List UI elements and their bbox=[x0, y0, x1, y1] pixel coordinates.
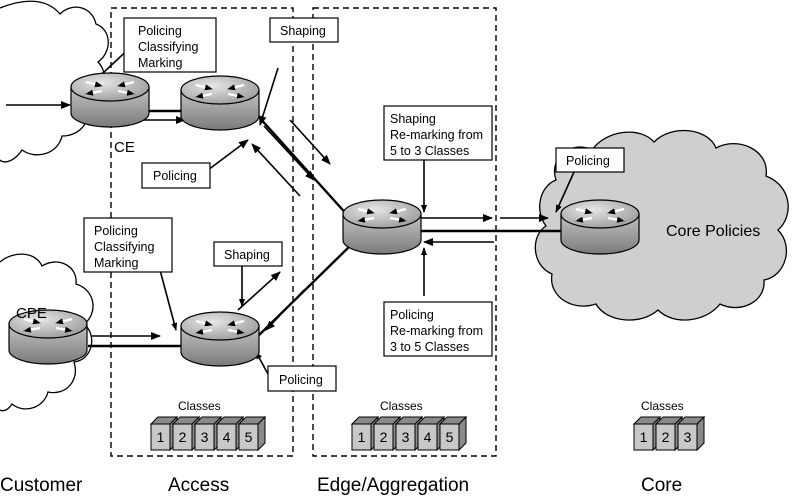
arrow-access-to-edge-top-b bbox=[289, 119, 331, 165]
access-policing-top-label: Policing bbox=[153, 169, 197, 183]
router-core bbox=[560, 199, 640, 255]
access-shaping-bottom-label: Shaping bbox=[224, 248, 270, 262]
class-cube: 5 bbox=[438, 415, 468, 452]
arrow-cpe-policy-pointer bbox=[159, 269, 178, 331]
core-policing-label: Policing bbox=[566, 154, 610, 168]
router-arrows-icon bbox=[357, 207, 407, 223]
class-cube-label: 2 bbox=[380, 429, 388, 445]
cpe-policy-box: Policing Classifying Marking bbox=[83, 217, 173, 273]
link-access-edge-top bbox=[257, 115, 351, 219]
class-cube-label: 3 bbox=[684, 429, 692, 445]
access-policing-bottom-label: Policing bbox=[279, 373, 323, 387]
class-cube: 4 bbox=[215, 415, 245, 452]
arrow-access-to-edge-top-a bbox=[263, 125, 315, 181]
arrow-core-policing-pointer bbox=[555, 171, 575, 213]
access-policing-top-box: Policing bbox=[141, 162, 211, 189]
class-cube-label: 2 bbox=[662, 429, 670, 445]
edge-policing-line-1: Policing bbox=[390, 308, 434, 322]
core-cloud bbox=[534, 129, 789, 321]
router-arrows-icon bbox=[195, 83, 245, 99]
class-cube: 1 bbox=[350, 415, 380, 452]
edge-shaping-line-3: 5 to 3 Classes bbox=[390, 144, 469, 158]
class-cube-label: 4 bbox=[223, 429, 231, 445]
router-ce bbox=[70, 72, 150, 128]
edge-policing-line-2: Re-marking from bbox=[390, 324, 483, 338]
zone-label-edge: Edge/Aggregation bbox=[317, 475, 469, 496]
ce-policy-line-3: Marking bbox=[138, 56, 183, 70]
edge-policing-box: Policing Re-marking from 3 to 5 Classes bbox=[383, 301, 493, 357]
class-cube: 2 bbox=[372, 415, 402, 452]
class-cube-label: 4 bbox=[424, 429, 432, 445]
class-cube-label: 1 bbox=[640, 429, 648, 445]
router-access-top bbox=[180, 75, 260, 131]
edge-policing-line-3: 3 to 5 Classes bbox=[390, 340, 469, 354]
class-cube-label: 3 bbox=[201, 429, 209, 445]
cpe-policy-line-1: Policing bbox=[94, 224, 138, 238]
zone-label-customer: Customer bbox=[0, 475, 83, 496]
cpe-policy-line-2: Classifying bbox=[94, 240, 154, 254]
cpe-policy-line-3: Marking bbox=[94, 256, 139, 270]
access-policing-bottom-box: Policing bbox=[267, 365, 337, 392]
ce-policy-line-1: Policing bbox=[138, 24, 182, 38]
ce-policy-line-2: Classifying bbox=[138, 40, 198, 54]
arrow-access-bottom-up bbox=[237, 271, 281, 311]
router-access-bottom bbox=[180, 311, 260, 367]
class-cube-label: 3 bbox=[402, 429, 410, 445]
class-cube: 5 bbox=[237, 415, 267, 452]
core-policies-label: Core Policies bbox=[666, 223, 760, 240]
router-arrows-icon bbox=[195, 319, 245, 335]
router-arrows-icon bbox=[23, 317, 73, 333]
access-shaping-top-box: Shaping bbox=[269, 17, 339, 43]
edge-classes-title: Classes bbox=[380, 399, 423, 413]
class-cube-label: 2 bbox=[179, 429, 187, 445]
edge-shaping-line-1: Shaping bbox=[390, 112, 436, 126]
router-ce-label: CE bbox=[114, 139, 135, 156]
access-classes-title: Classes bbox=[178, 399, 221, 413]
router-cpe-label: CPE bbox=[16, 305, 47, 322]
zone-label-access: Access bbox=[168, 475, 229, 496]
arrow-edge-to-access-top bbox=[251, 143, 301, 197]
class-cube-label: 1 bbox=[358, 429, 366, 445]
zone-label-core: Core bbox=[641, 475, 682, 496]
class-cube: 3 bbox=[676, 415, 706, 452]
ce-policy-box: Policing Classifying Marking bbox=[123, 17, 217, 73]
access-shaping-bottom-box: Shaping bbox=[213, 241, 283, 267]
class-cube-label: 5 bbox=[446, 429, 454, 445]
core-policing-box: Policing bbox=[555, 147, 625, 173]
router-arrows-icon bbox=[575, 207, 625, 223]
router-arrows-icon bbox=[85, 80, 135, 96]
edge-zone bbox=[312, 7, 497, 457]
access-shaping-top-label: Shaping bbox=[280, 24, 326, 38]
arrow-access-top-up bbox=[258, 67, 279, 126]
core-classes-title: Classes bbox=[641, 399, 684, 413]
arrow-edge-to-access-bottom bbox=[265, 289, 305, 331]
router-cpe bbox=[8, 309, 88, 365]
edge-shaping-line-2: Re-marking from bbox=[390, 128, 483, 142]
edge-shaping-box: Shaping Re-marking from 5 to 3 Classes bbox=[383, 105, 493, 161]
class-cube-label: 1 bbox=[157, 429, 165, 445]
class-cube-label: 5 bbox=[245, 429, 253, 445]
router-edge bbox=[342, 199, 422, 255]
